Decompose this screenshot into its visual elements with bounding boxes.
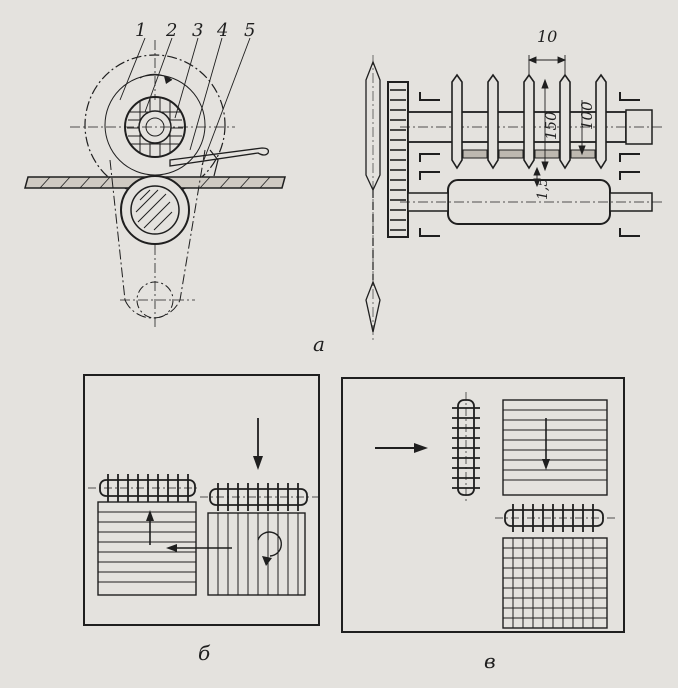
arm-right-edge <box>179 149 206 301</box>
lower-roll-hub <box>130 185 180 235</box>
panel-b-frame <box>83 374 320 626</box>
upper-bearings <box>419 92 640 162</box>
arm-left-edge <box>109 159 126 301</box>
panel-c-knife-roll-vertical <box>452 392 480 502</box>
dimension-pitch: 10 <box>537 27 557 46</box>
gear-teeth <box>390 89 406 231</box>
panel-c-knife-roll-horizontal <box>495 504 615 532</box>
disc-knives <box>451 73 607 170</box>
callout-5: 5 <box>244 20 255 41</box>
dimension-lines <box>527 55 586 188</box>
panel-c-border <box>341 377 625 633</box>
callout-1: 1 <box>135 20 146 41</box>
guide-lever <box>169 147 270 167</box>
lower-bearings <box>419 171 640 237</box>
lever-spring <box>209 149 219 177</box>
side-view-cutter: 1 2 3 4 5 <box>24 20 286 330</box>
dimension-blade-spacing: 100 <box>578 101 596 130</box>
sheet-strip-hatching <box>39 176 271 189</box>
callout-leaders <box>119 37 251 166</box>
panel-b-knife-roll-right <box>200 483 318 511</box>
panel-b-knife-roll-left <box>88 474 200 502</box>
rotation-arrow <box>139 73 173 81</box>
arm-bottom-arc <box>124 299 181 319</box>
feed-direction-down-arrowhead <box>253 456 263 470</box>
callout-2: 2 <box>165 20 177 41</box>
panel-c-sheet-diced-grid <box>502 537 608 629</box>
panel-b-sheet-vertical-strips <box>207 512 306 596</box>
front-view-cutter: 10 150 100 1,5 <box>365 27 665 340</box>
lower-roll-hatching <box>135 189 173 231</box>
panel-b-sheet-horizontal-strips <box>97 501 197 596</box>
dimension-clearance: 1,5 <box>535 178 551 200</box>
transfer-arrowhead <box>166 544 177 552</box>
callout-3: 3 <box>192 20 203 41</box>
panel-label-a: a <box>313 332 325 356</box>
panel-label-c: в <box>484 649 496 673</box>
panel-label-b: б <box>198 641 211 665</box>
callout-4: 4 <box>216 20 228 41</box>
feed-direction-right-arrowhead <box>414 443 428 453</box>
panel-c-sheet-horizontal-strips <box>502 399 608 496</box>
dimension-roll-diameter: 150 <box>542 111 560 140</box>
panel-b-border <box>83 374 320 626</box>
rotation-arrowhead <box>164 76 172 84</box>
panel-c-frame <box>341 377 625 633</box>
